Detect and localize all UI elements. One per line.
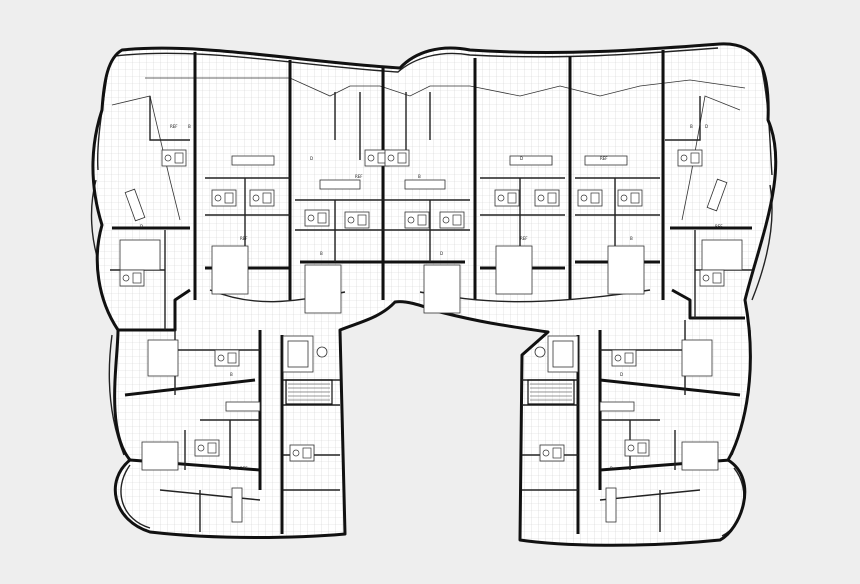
wet-area-7 (534, 189, 560, 207)
wet-area-10 (161, 149, 187, 167)
room-tag-12: REF (520, 236, 528, 241)
wet-area-9 (617, 189, 643, 207)
wet-area-19 (624, 439, 650, 457)
room-tag-2: D (310, 156, 313, 161)
room-tag-9: REF (240, 236, 248, 241)
kitchen-islands (124, 155, 728, 523)
room-tag-4: B (418, 174, 421, 179)
room-tag-10: B (320, 251, 323, 256)
wet-area-8 (577, 189, 603, 207)
wet-area-4 (404, 211, 430, 229)
wet-area-2 (304, 209, 330, 227)
room-tag-5: D (520, 156, 523, 161)
room-tag-17: D (620, 372, 623, 377)
bathroom-fixtures (119, 149, 725, 462)
room-tag-15: REF (715, 224, 723, 229)
wet-area-16 (214, 349, 240, 367)
wet-area-11 (677, 149, 703, 167)
wet-area-17 (611, 349, 637, 367)
wet-area-14 (119, 269, 145, 287)
wet-area-0 (211, 189, 237, 207)
room-tags: REF B D REF B D REF B D REF B D REF B D REF B D REF B (140, 124, 723, 471)
wet-area-20 (289, 444, 315, 462)
wet-area-1 (249, 189, 275, 207)
room-tag-1: B (188, 124, 191, 129)
stair-core-right (527, 335, 579, 405)
room-tag-8: D (705, 124, 708, 129)
wet-area-6 (494, 189, 520, 207)
room-tag-0: REF (170, 124, 178, 129)
exterior-wall (91, 42, 778, 547)
room-tag-6: REF (600, 156, 608, 161)
room-tag-14: D (140, 224, 143, 229)
bedroom-furniture (119, 239, 743, 471)
room-tag-7: B (690, 124, 693, 129)
room-tag-16: B (230, 372, 233, 377)
glazing-lines (111, 77, 746, 221)
room-tag-11: D (440, 251, 443, 256)
stair-core-left (282, 335, 333, 405)
wet-area-21 (539, 444, 565, 462)
wet-area-13 (384, 149, 410, 167)
room-tag-3: REF (355, 174, 363, 179)
wet-area-15 (699, 269, 725, 287)
wet-area-5 (439, 211, 465, 229)
wet-area-18 (194, 439, 220, 457)
room-tag-18: REF (240, 466, 248, 471)
room-tag-19: B (610, 466, 613, 471)
wet-area-3 (344, 211, 370, 229)
room-tag-13: B (630, 236, 633, 241)
